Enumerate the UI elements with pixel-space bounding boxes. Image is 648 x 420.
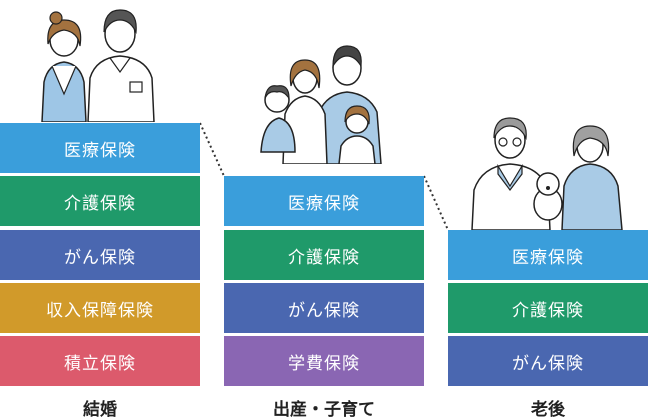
couple-illustration (41, 9, 155, 122)
stage1-item-3: がん保険 (0, 230, 200, 280)
stage1-item-4: 収入保障保険 (0, 283, 200, 333)
connector-line-1 (199, 122, 225, 177)
stage2-item-3: がん保険 (224, 283, 424, 333)
stage1-item-1: 医療保険 (0, 123, 200, 173)
stage1-label: 結婚 (83, 400, 117, 420)
stage3-item-1: 医療保険 (448, 230, 648, 280)
stage3-item-3: がん保険 (448, 336, 648, 386)
family-illustration (260, 45, 382, 164)
stage2-item-2: 介護保険 (224, 230, 424, 280)
stage3-label: 老後 (531, 400, 565, 420)
stage1-item-2: 介護保険 (0, 176, 200, 226)
stage3-item-2: 介護保険 (448, 283, 648, 333)
stage1-item-5: 積立保険 (0, 336, 200, 386)
connector-line-2 (423, 175, 449, 231)
stage2-item-1: 医療保険 (224, 176, 424, 226)
stage2-label: 出産・子育て (273, 400, 375, 420)
stage2-item-4: 学費保険 (224, 336, 424, 386)
elderly-couple-illustration (471, 117, 623, 230)
